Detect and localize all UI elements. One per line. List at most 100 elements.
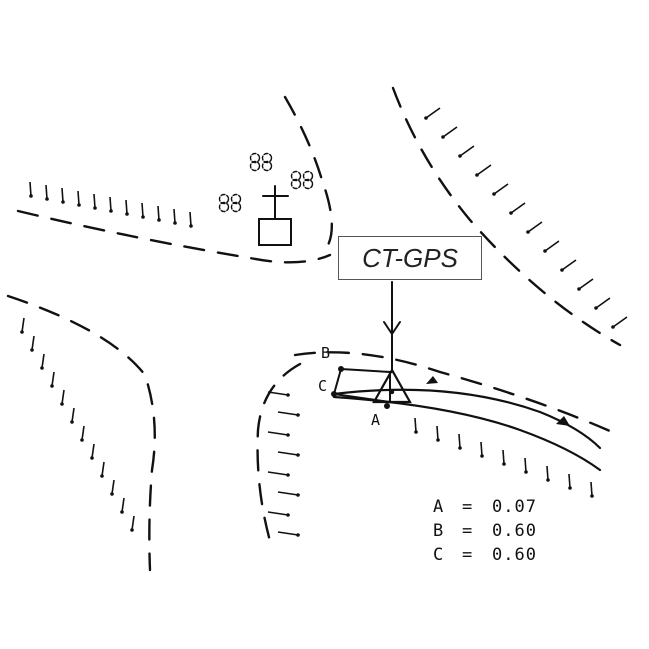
slope-tick bbox=[267, 471, 289, 476]
slope-tick bbox=[125, 199, 128, 215]
slope-tick bbox=[29, 181, 32, 197]
slope-tick-dot bbox=[100, 474, 104, 478]
slope-tick bbox=[109, 196, 112, 212]
slope-tick bbox=[45, 184, 48, 200]
slope-tick bbox=[493, 183, 509, 195]
road-arrow-markers bbox=[426, 376, 570, 426]
slope-tick-dot bbox=[50, 384, 54, 388]
slope-tick-dot bbox=[286, 513, 290, 517]
slope-tick-dot bbox=[546, 478, 550, 482]
slope-tick bbox=[121, 497, 125, 513]
slope-tick bbox=[77, 190, 80, 206]
label-a: A bbox=[371, 411, 380, 429]
slope-tick bbox=[21, 317, 25, 333]
tree-icon bbox=[302, 178, 314, 190]
slope-tick bbox=[157, 205, 160, 221]
slope-tick-dot bbox=[436, 438, 440, 442]
slope-tick-dot bbox=[90, 456, 94, 460]
slope-tick bbox=[31, 335, 35, 351]
slope-tick bbox=[189, 211, 192, 227]
tree-icon bbox=[218, 201, 230, 213]
slope-tick-dot bbox=[492, 192, 496, 196]
slope-tick bbox=[277, 411, 299, 416]
slope-tick-dot bbox=[40, 366, 44, 370]
slope-tick-dot bbox=[458, 446, 462, 450]
legend-eq: = bbox=[462, 497, 473, 517]
slope-tick-dot bbox=[509, 211, 513, 215]
slope-tick bbox=[101, 461, 105, 477]
slope-tick bbox=[612, 316, 628, 328]
slope-tick-dot bbox=[286, 473, 290, 477]
slope-tick-dot bbox=[296, 413, 300, 417]
slope-ticks-upper-left bbox=[29, 181, 193, 228]
slope-tick bbox=[267, 391, 289, 396]
legend-key: C bbox=[433, 545, 444, 565]
slope-tick bbox=[277, 531, 299, 536]
legend-eq: = bbox=[462, 521, 473, 541]
slope-tick-dot bbox=[286, 393, 290, 397]
slope-tick bbox=[71, 407, 75, 423]
slope-tick bbox=[502, 449, 505, 465]
slope-tick-dot bbox=[109, 209, 113, 213]
slope-tick bbox=[561, 259, 577, 271]
church-icon bbox=[258, 185, 292, 246]
slope-tick bbox=[425, 107, 441, 119]
slope-tick-dot bbox=[475, 173, 479, 177]
ct-gps-label: CT-GPS bbox=[362, 242, 458, 273]
legend-value: 0.60 bbox=[492, 521, 537, 541]
slope-tick bbox=[510, 202, 526, 214]
slope-tick-dot bbox=[45, 197, 49, 201]
slope-tick-dot bbox=[480, 454, 484, 458]
slope-tick-dot bbox=[286, 433, 290, 437]
slope-tick-dot bbox=[441, 135, 445, 139]
slope-tick-dot bbox=[61, 200, 65, 204]
slope-tick-dot bbox=[296, 453, 300, 457]
legend-eq: = bbox=[462, 545, 473, 565]
slope-tick bbox=[578, 278, 594, 290]
point-b-marker bbox=[338, 366, 344, 372]
tree-icon bbox=[230, 201, 242, 213]
label-c: C bbox=[318, 377, 327, 395]
slope-tick-dot bbox=[20, 330, 24, 334]
slope-tick bbox=[442, 126, 458, 138]
slope-tick-dot bbox=[424, 116, 428, 120]
slope-tick-dot bbox=[296, 493, 300, 497]
slope-tick-dot bbox=[29, 194, 33, 198]
slope-tick-dot bbox=[611, 325, 615, 329]
road-lower-left bbox=[6, 294, 156, 572]
tree-icon bbox=[302, 170, 314, 182]
slope-tick-dot bbox=[30, 348, 34, 352]
tree-icon bbox=[230, 193, 242, 205]
tree-icon bbox=[290, 178, 302, 190]
tree-icon bbox=[218, 152, 314, 213]
slope-tick bbox=[81, 425, 85, 441]
tree-icon bbox=[290, 170, 302, 182]
legend-value: 0.60 bbox=[492, 545, 537, 565]
slope-ticks-upper-right bbox=[424, 107, 628, 329]
slope-tick bbox=[527, 221, 543, 233]
slope-tick-dot bbox=[526, 230, 530, 234]
tree-icon bbox=[218, 193, 230, 205]
slope-tick-dot bbox=[414, 430, 418, 434]
slope-tick-dot bbox=[157, 218, 161, 222]
slope-tick bbox=[595, 297, 611, 309]
slope-tick-dot bbox=[577, 287, 581, 291]
slope-tick-dot bbox=[173, 221, 177, 225]
slope-tick bbox=[93, 193, 96, 209]
slope-tick bbox=[267, 431, 289, 436]
slope-tick bbox=[131, 515, 135, 531]
slope-tick-dot bbox=[502, 462, 506, 466]
slope-tick-dot bbox=[77, 203, 81, 207]
slope-tick bbox=[590, 481, 593, 497]
slope-tick bbox=[458, 433, 461, 449]
point-a-marker bbox=[384, 403, 390, 409]
legend-row: A = 0.07 bbox=[433, 497, 536, 517]
slope-tick-dot bbox=[594, 306, 598, 310]
tree-icon bbox=[261, 152, 273, 164]
tree-icon bbox=[249, 152, 261, 164]
slope-tick bbox=[41, 353, 45, 369]
slope-tick bbox=[141, 202, 144, 218]
road-lower-right bbox=[256, 351, 614, 550]
legend-row: B = 0.60 bbox=[433, 521, 537, 541]
slope-tick-dot bbox=[568, 486, 572, 490]
